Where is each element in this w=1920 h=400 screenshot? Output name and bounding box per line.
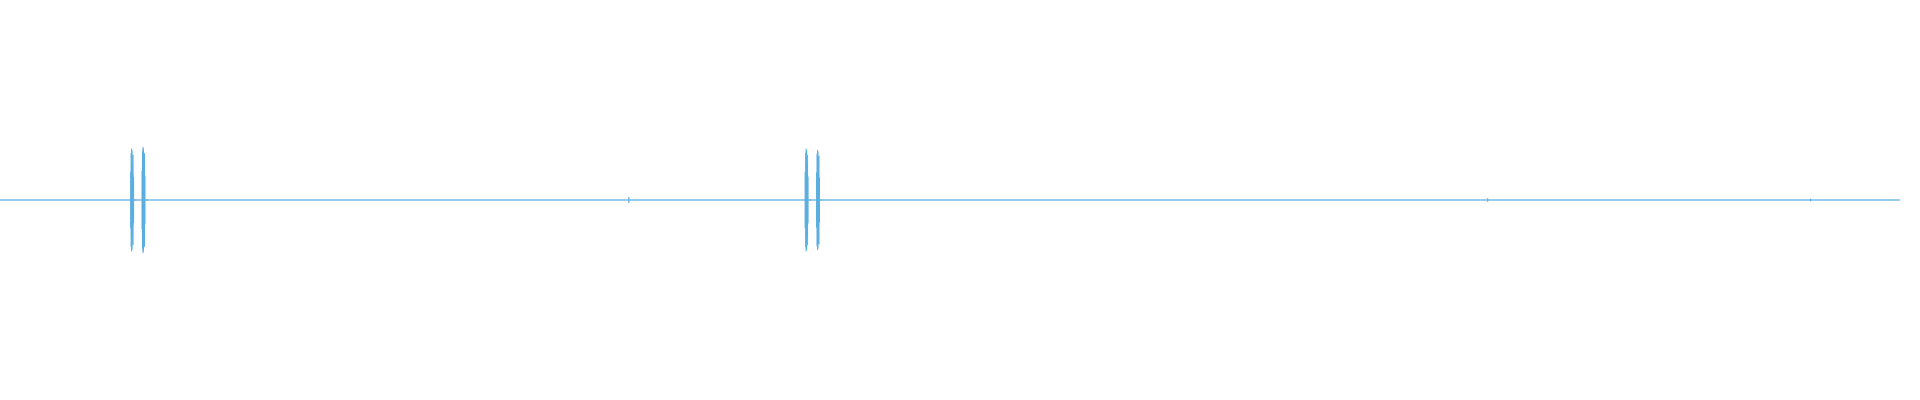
- waveform-burst-3: [804, 148, 812, 252]
- waveform-burst-2: [141, 146, 148, 254]
- waveform-burst-1: [130, 148, 137, 252]
- waveform-burst-4: [816, 149, 823, 251]
- waveform-blips: [628, 197, 1812, 203]
- waveform-bursts: [130, 146, 823, 254]
